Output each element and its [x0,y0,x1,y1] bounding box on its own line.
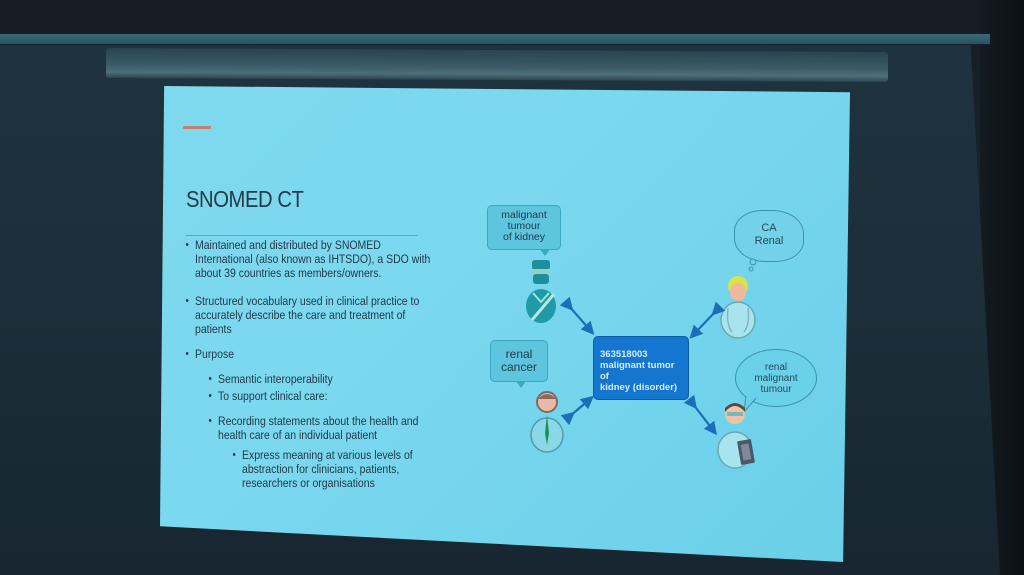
concept-term: kidney (disorder) [600,382,678,393]
bullet-line: about 39 countries as members/owners. [195,266,382,280]
callout-line: of kidney [502,231,546,243]
concept-term: malignant tumor of [600,360,675,382]
cloud-tail-icon [748,258,757,272]
bullet-line: Semantic interoperability [218,372,333,386]
bullet-line: International (also known as IHTSDO), a … [195,252,431,266]
callout-ca-renal: CA Renal [734,210,804,262]
title-divider [186,235,418,236]
bullet-line: Recording statements about the health an… [218,414,419,428]
callout-malignant-tumour-of-kidney: malignant tumour of kidney [487,205,561,256]
doctor-with-tie-icon [530,391,564,453]
surgeon-icon [526,260,556,323]
callout-line: malignant [501,209,547,221]
bullet-line: patients [195,322,232,336]
callout-renal-malignant-tumour: renal malignant tumour [735,349,817,407]
bullet-line: accurately describe the care and treatme… [195,308,406,322]
sub-bullet-recording: • Recording statements about the health … [209,414,419,442]
slide-accent-bar [183,126,211,129]
bullet-line: health care of an individual patient [218,428,378,442]
concept-box-363518003: 363518003 malignant tumor of kidney (dis… [593,336,689,400]
bullet-maintained: • Maintained and distributed by SNOMED I… [186,238,431,280]
callout-line: renal [505,347,533,361]
bullet-line: Maintained and distributed by SNOMED [195,238,381,252]
callout-line: CA [761,222,777,234]
bullet-icon: • [185,239,189,251]
bullet-line: Structured vocabulary used in clinical p… [195,294,420,308]
bullet-line: abstraction for clinicians, patients, [242,462,400,476]
callout-line: Renal [754,235,784,247]
callout-line: tumour [760,384,792,395]
callout-line: malignant [754,373,798,384]
bullet-structured-vocabulary: • Structured vocabulary used in clinical… [186,294,420,336]
sub-bullet-semantic: • Semantic interoperability [209,372,333,386]
sub-sub-bullet-express: • Express meaning at various levels of a… [233,448,413,490]
callout-line: tumour [507,220,541,232]
sub-bullet-clinical-care: • To support clinical care: [209,389,328,403]
bullet-icon: • [185,295,189,307]
bullet-icon: • [208,390,212,402]
bullet-line: Express meaning at various levels of [242,448,413,462]
concept-code: 363518003 [600,349,648,360]
bullet-icon: • [232,449,236,461]
bullet-line: researchers or organisations [242,476,375,490]
bullet-icon: • [208,415,212,427]
doctor-with-clipboard-icon [717,403,755,469]
screen-top-rail [0,34,990,45]
bullet-icon: • [185,348,189,360]
callout-line: cancer [500,360,538,374]
bullet-purpose: • Purpose [186,347,235,361]
slide-title: SNOMED CT [186,186,304,212]
bullet-line: To support clinical care: [218,389,328,403]
bullet-line: Purpose [195,347,235,361]
bullet-icon: • [208,373,212,385]
callout-line: renal [764,362,788,373]
callout-renal-cancer: renal cancer [490,340,548,388]
